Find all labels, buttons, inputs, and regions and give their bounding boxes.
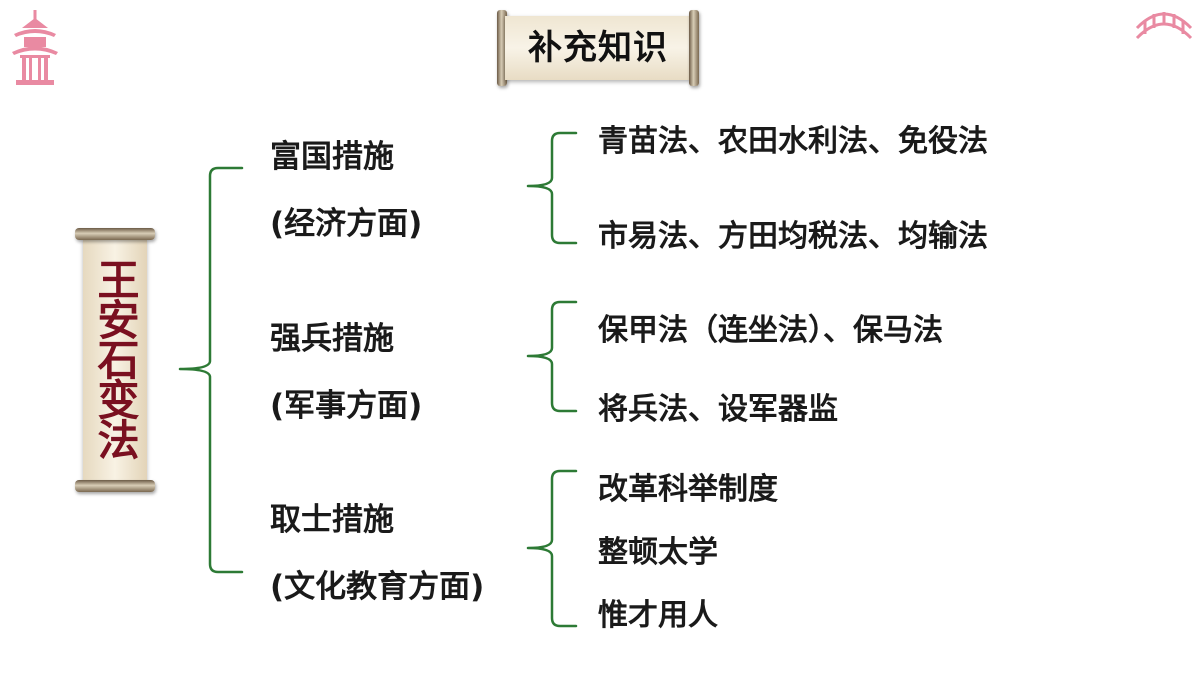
branch-2-aspect: (军事方面) <box>270 388 423 424</box>
branch-3-bracket <box>526 469 578 628</box>
branch-1-name: 富国措施 <box>270 139 394 175</box>
root-topic: 王安石变法 <box>91 258 140 458</box>
branch-1-bracket <box>526 131 578 245</box>
branch-2-item-1: 保甲法（连坐法）、保马法 <box>598 313 943 348</box>
scroll-rod-bottom <box>75 480 155 492</box>
branch-3-item-2: 整顿太学 <box>598 535 718 570</box>
branch-3-item-3: 惟才用人 <box>598 598 718 633</box>
branch-3-item-1: 改革科举制度 <box>598 472 778 507</box>
branch-3-aspect: (文化教育方面) <box>270 569 485 605</box>
scroll-paper <box>505 16 691 80</box>
branch-2-name: 强兵措施 <box>270 321 394 357</box>
branch-3-name: 取士措施 <box>270 502 394 538</box>
scroll-paper-vertical <box>83 238 147 482</box>
branch-2-bracket <box>526 300 578 413</box>
branch-1-item-1: 青苗法、农田水利法、免役法 <box>598 124 988 159</box>
page-title: 补充知识 <box>528 28 668 68</box>
branch-1-aspect: (经济方面) <box>270 206 423 242</box>
branch-2-item-2: 将兵法、设军器监 <box>598 392 838 427</box>
bridge-icon <box>1135 12 1193 40</box>
title-scroll: 补充知识 <box>497 10 699 86</box>
branch-1-item-2: 市易法、方田均税法、均输法 <box>598 219 988 254</box>
scroll-rod-left <box>497 10 507 86</box>
scroll-rod-right <box>689 10 699 86</box>
scroll-rod-top <box>75 228 155 240</box>
main-bracket <box>178 166 244 574</box>
pagoda-icon <box>12 10 58 85</box>
root-scroll: 王安石变法 <box>75 228 155 492</box>
